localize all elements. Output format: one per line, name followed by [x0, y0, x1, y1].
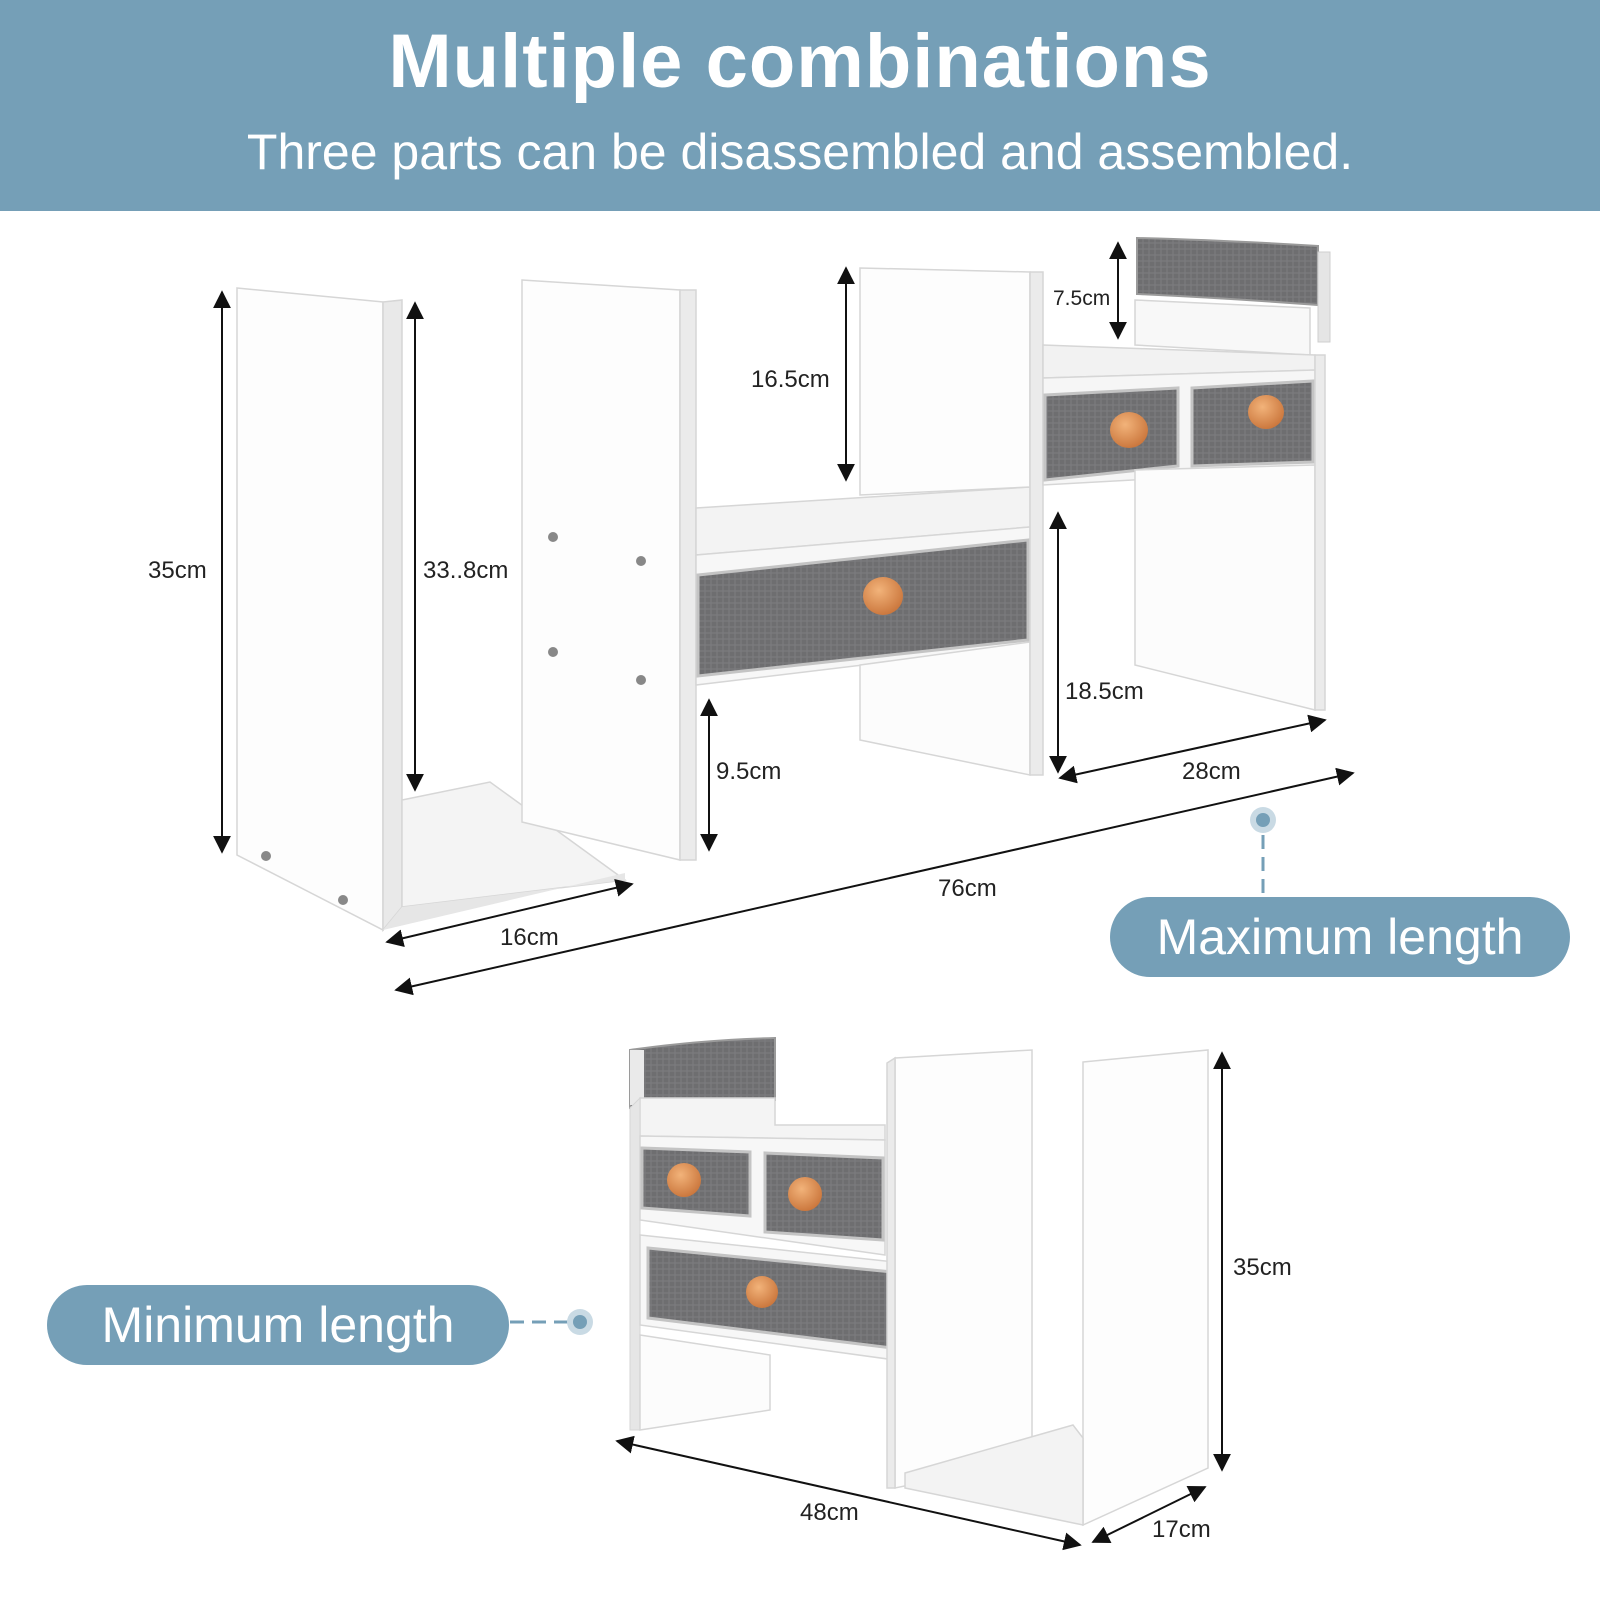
dim-upper-gap: 16.5cm	[751, 366, 830, 393]
upper-drawer-module	[1042, 236, 1331, 711]
page-subtitle: Three parts can be disassembled and asse…	[246, 124, 1354, 180]
max-length-connector	[1250, 807, 1276, 895]
dim-min-height: 35cm	[1233, 1254, 1292, 1281]
dim-module-width: 28cm	[1182, 758, 1241, 785]
dim-end-inner-height: 33..8cm	[423, 557, 508, 584]
min-assembly	[629, 1036, 1209, 1527]
dim-drawer-leg-height: 18.5cm	[1065, 678, 1144, 705]
page-title: Multiple combinations	[388, 19, 1212, 104]
middle-panel	[521, 279, 697, 861]
dim-shelf-clearance: 9.5cm	[716, 758, 781, 785]
minimum-length-label: Minimum length	[47, 1285, 509, 1365]
dim-end-depth: 16cm	[500, 924, 559, 951]
dim-top-gap: 7.5cm	[1053, 287, 1110, 310]
lower-drawer-module	[695, 267, 1044, 776]
dim-min-total: 48cm	[800, 1499, 859, 1526]
dim-min-depth: 17cm	[1152, 1516, 1211, 1543]
dimension-arrows-min	[615, 1051, 1231, 1551]
dim-end-height: 35cm	[148, 557, 207, 584]
dim-max-total: 76cm	[938, 875, 997, 902]
min-length-connector	[510, 1309, 593, 1335]
dimension-arrows-max	[213, 241, 1355, 996]
header-banner: Multiple combinations Three parts can be…	[0, 0, 1600, 211]
maximum-length-label: Maximum length	[1110, 897, 1570, 977]
